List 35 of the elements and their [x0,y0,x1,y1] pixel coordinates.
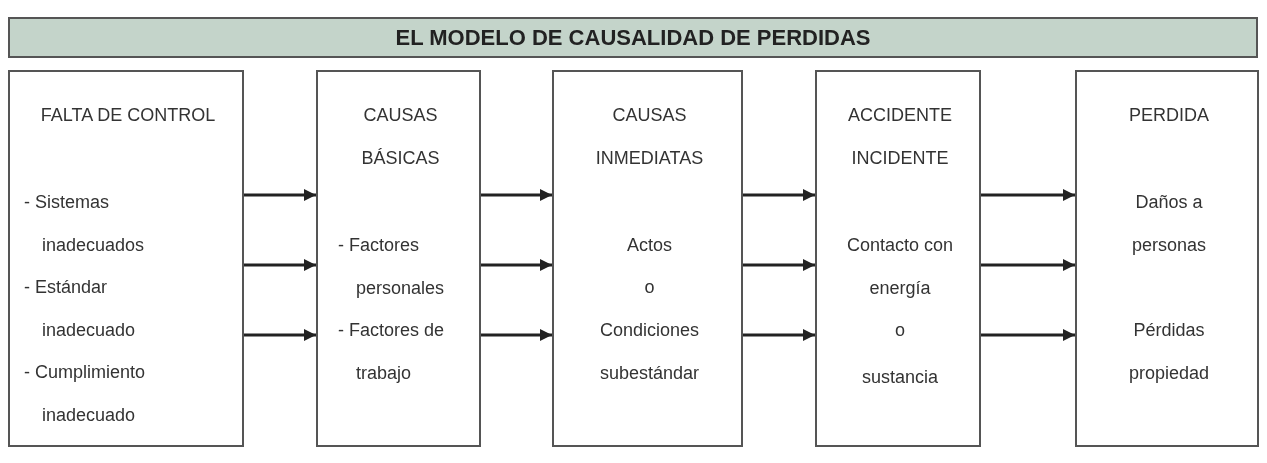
box-text: - Factores de trabajo [338,320,445,383]
arrow [981,189,1075,201]
arrow [481,329,552,341]
box-text: o [895,320,905,340]
arrow [244,329,316,341]
arrow [244,189,316,201]
box-heading: CAUSAS BÁSICAS [361,105,440,168]
process-box [1075,70,1259,447]
box-text: - Estándar inadecuado [24,277,136,340]
arrow [244,259,316,271]
arrow [981,329,1075,341]
box-text: Actos [627,235,672,255]
process-box [552,70,743,447]
arrow [481,189,552,201]
box-heading: FALTA DE CONTROL [40,105,216,125]
process-box [8,70,244,447]
box-text: Pérdidas propiedad [1128,320,1210,383]
box-text: - Cumplimiento inadecuado [24,362,146,425]
box-text: - Sistemas inadecuados [24,192,145,255]
arrow [743,259,815,271]
arrow [981,259,1075,271]
arrow [481,259,552,271]
box-heading: CAUSAS INMEDIATAS [595,105,704,168]
arrow [743,329,815,341]
process-box [316,70,481,447]
title-banner: EL MODELO DE CAUSALIDAD DE PERDIDAS [8,17,1258,58]
box-text: sustancia [861,367,938,387]
box-heading: PERDIDA [1129,105,1209,125]
box-text: o [644,277,655,297]
box-text: Daños a personas [1131,192,1207,255]
box-text: Condiciones subestándar [599,320,700,383]
arrow [743,189,815,201]
box-text: - Factores personales [338,235,445,298]
process-box [815,70,981,447]
box-heading: ACCIDENTE INCIDENTE [848,105,952,168]
